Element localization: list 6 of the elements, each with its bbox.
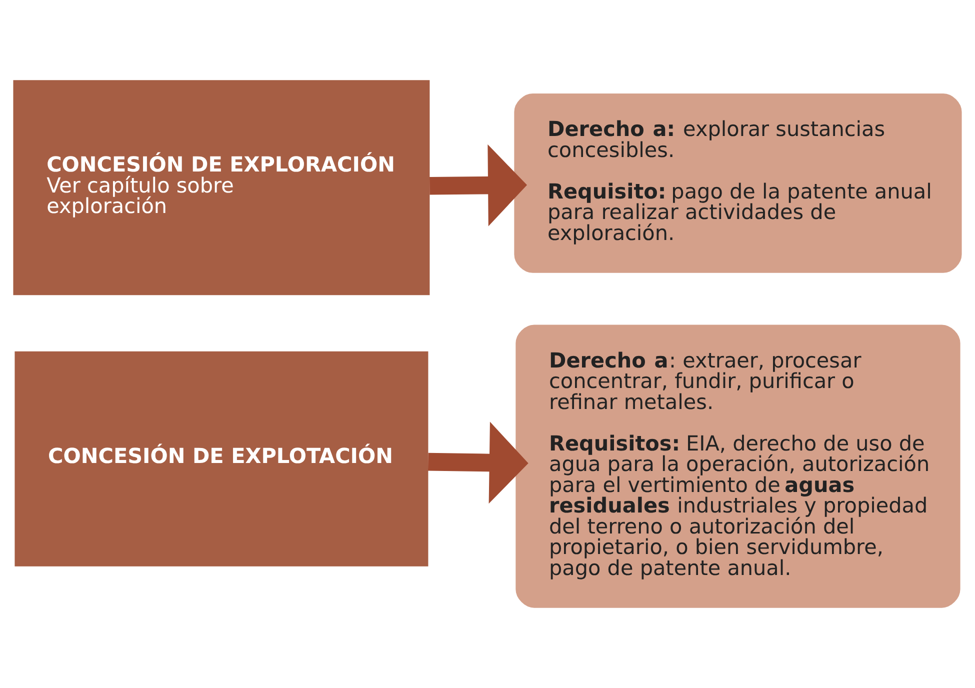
- node-box: CONCESIÓN DE EXPLORACIÓN Ver capítulo sobre exploración: [13, 80, 430, 296]
- node-box: CONCESIÓN DE EXPLOTACIÓN: [14, 351, 428, 566]
- arrow: [428, 422, 528, 504]
- node-box: Derecho a: explorar sustancias concesibles. Requisito: pago de la patente anual para realizar actividades de exploración.: [514, 94, 962, 273]
- node-box: Derecho a: extraer, procesar concentrar, fundir, purificar o refinar metales. Requisitos: EIA, derecho de uso de agua para la operación, autorización para el vertimiento de aguas residuales industriales y propiedad del terreno o autorización del propietario, o bien servidumbre, pago de patente anual.: [516, 324, 960, 608]
- arrow: [430, 144, 527, 226]
